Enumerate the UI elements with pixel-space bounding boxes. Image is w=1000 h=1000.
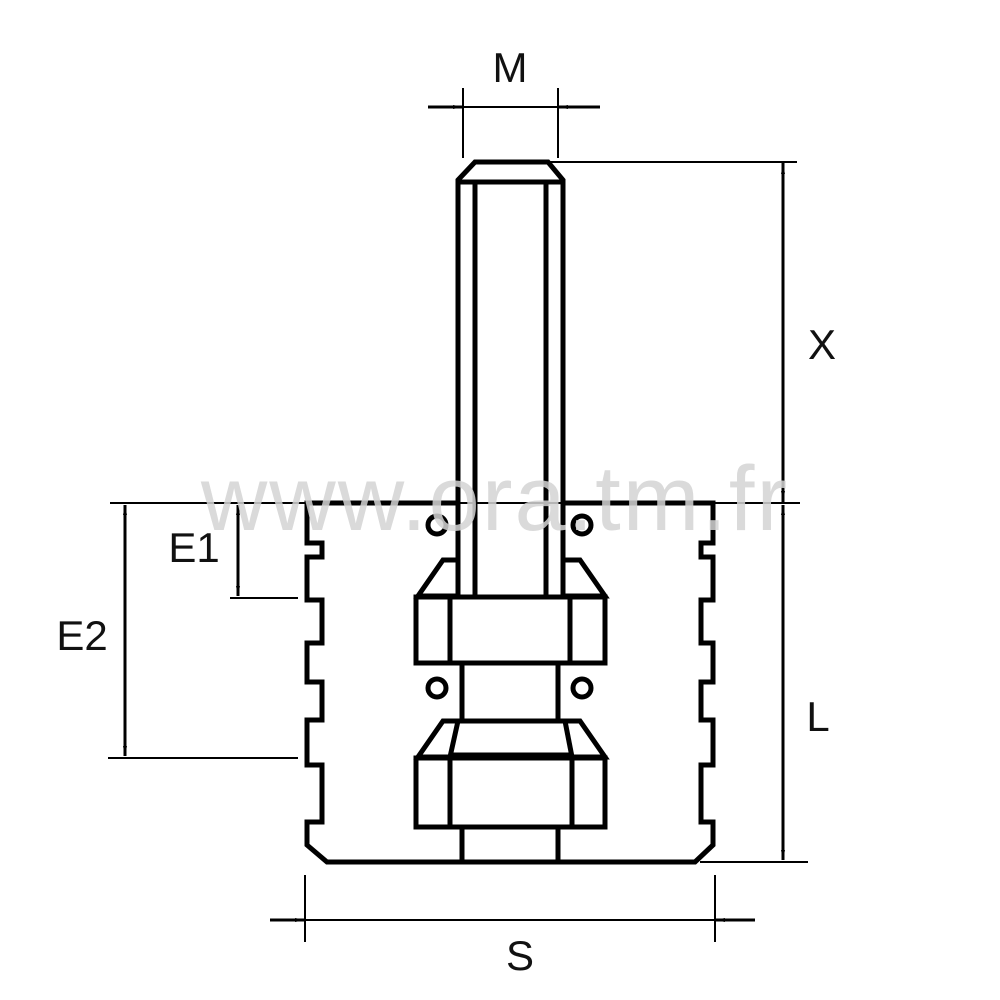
upper-nut xyxy=(413,557,610,666)
base-body xyxy=(304,500,716,865)
dimension-label-l: L xyxy=(806,693,829,740)
dimension-label-e2: E2 xyxy=(56,612,107,659)
watermark: www.ora.tm.fr xyxy=(200,448,789,550)
lower-nut xyxy=(413,718,610,860)
dimension-label-s: S xyxy=(506,932,534,979)
dimension-label-e1: E1 xyxy=(168,524,219,571)
mounting-holes xyxy=(425,513,594,700)
dimension-lines xyxy=(108,88,808,942)
threaded-stud xyxy=(455,159,566,596)
neck xyxy=(459,663,561,722)
dimension-label-m: M xyxy=(493,44,528,91)
dimension-label-x: X xyxy=(808,321,836,368)
